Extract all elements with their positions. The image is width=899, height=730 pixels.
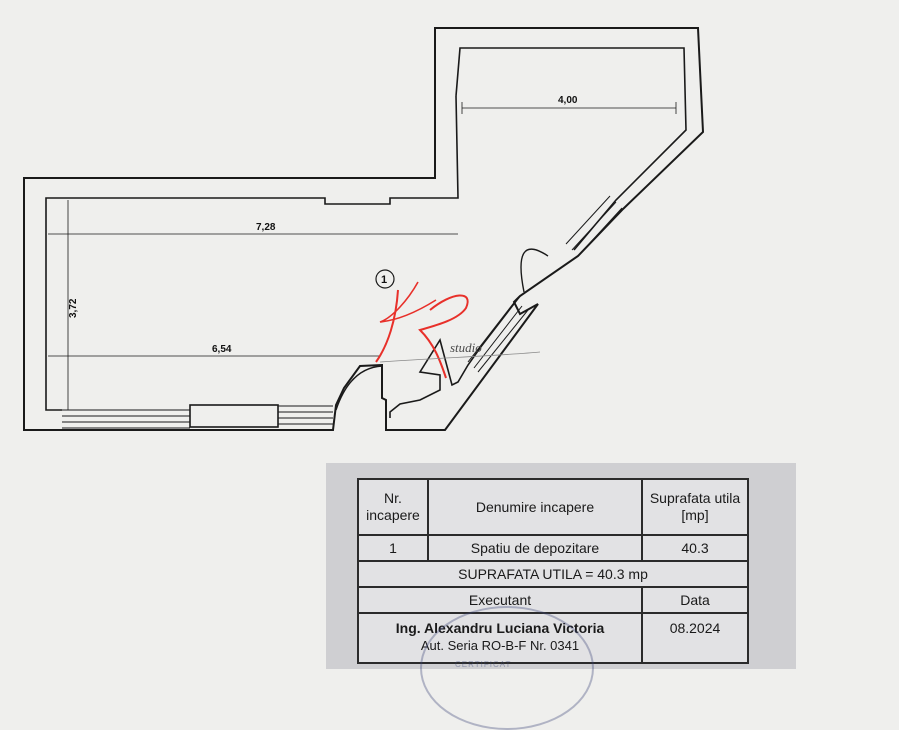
window-bottom-pier xyxy=(189,404,279,428)
door-swing-diagonal xyxy=(520,248,549,293)
row-area: 40.3 xyxy=(641,534,749,562)
authorization: Aut. Seria RO-B-F Nr. 0341 xyxy=(420,638,580,653)
executant-name: Ing. Alexandru Luciana Victoria xyxy=(395,620,605,636)
row-name: Spatiu de depozitare xyxy=(427,534,643,562)
window-bottom-left xyxy=(62,409,190,429)
floor-plan: 4,00 7,28 3,72 6,54 1 studio xyxy=(23,27,705,431)
dimension-label-length-top: 7,28 xyxy=(256,222,276,233)
header-area: Suprafata utila [mp] xyxy=(641,478,749,536)
inner-wall-right xyxy=(389,295,521,418)
dimension-label-height: 3,72 xyxy=(68,298,79,318)
room-number-circle xyxy=(375,269,395,289)
legend-table: Nr. incapere Denumire incapere Suprafata… xyxy=(357,478,749,664)
svg-text:studio: studio xyxy=(450,340,482,355)
room-number: 1 xyxy=(381,274,387,286)
date-label: Data xyxy=(641,586,749,614)
executant-block: Ing. Alexandru Luciana Victoria Aut. Ser… xyxy=(357,612,643,664)
window-diagonal-upper xyxy=(565,195,623,257)
executant-label: Executant xyxy=(357,586,643,614)
dimension-label-length-bottom: 6,54 xyxy=(212,344,232,355)
header-nr: Nr. incapere xyxy=(357,478,429,536)
outer-wall xyxy=(23,27,705,431)
window-bottom-right xyxy=(278,405,333,425)
dimension-label-top-right: 4,00 xyxy=(558,95,578,106)
kr-studio-logo: studio xyxy=(375,281,541,379)
date-value: 08.2024 xyxy=(641,612,749,664)
header-name: Denumire incapere xyxy=(427,478,643,536)
inner-wall-left xyxy=(45,95,459,411)
dimension-4-00 xyxy=(461,102,677,114)
door-swing-bottom xyxy=(335,365,383,411)
total-area: SUPRAFATA UTILA = 40.3 mp xyxy=(357,560,749,588)
inner-wall xyxy=(455,47,687,251)
window-diagonal-lower xyxy=(467,299,529,373)
row-nr: 1 xyxy=(357,534,429,562)
